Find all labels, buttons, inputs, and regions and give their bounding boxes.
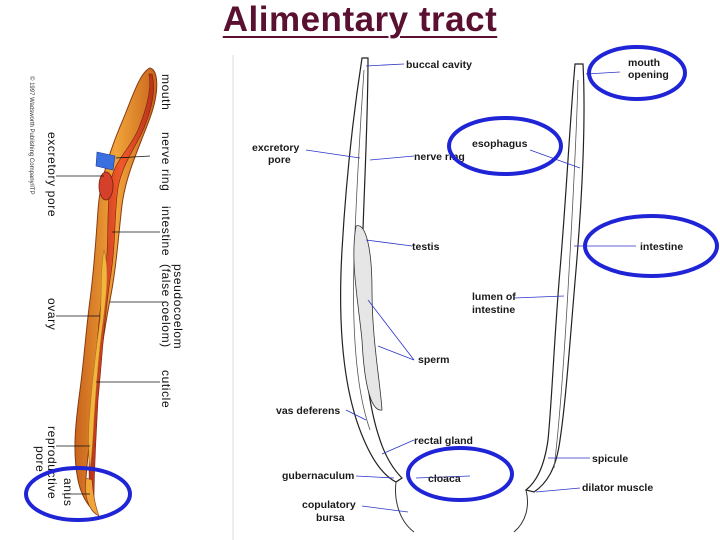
- highlight-mouth-opening: [587, 45, 687, 101]
- label-intestine: intestine: [159, 206, 173, 256]
- label-intestine-right: intestine: [640, 241, 683, 253]
- highlight-anus: [24, 466, 132, 522]
- label-ovary: ovary: [45, 298, 59, 330]
- highlight-esophagus: [447, 116, 563, 176]
- label-esophagus: esophagus: [472, 138, 528, 150]
- label-pore: pore: [33, 446, 47, 472]
- label-false-coelom: (false coelom): [159, 264, 173, 348]
- copulatory-bursa-shape: [395, 481, 528, 533]
- pointer-nerve-ring: [115, 155, 151, 159]
- label-copulatory-bursa-1: copulatory: [302, 499, 356, 511]
- worm-left-outline: [340, 57, 403, 483]
- label-lumen-2: intestine: [472, 304, 515, 316]
- label-copulatory-bursa-2: bursa: [316, 512, 345, 524]
- highlight-intestine: [583, 214, 719, 278]
- worm-right-outline: [524, 63, 585, 493]
- label-mouth: mouth: [159, 74, 173, 110]
- label-excretory-pore-1: excretory: [252, 142, 299, 154]
- label-rectal-gland: rectal gland: [414, 435, 473, 447]
- label-mouth-opening-2: opening: [628, 69, 669, 81]
- slide-title-text: Alimentary tract: [222, 0, 498, 39]
- label-sperm: sperm: [418, 354, 450, 366]
- label-reproductive: reproductive: [45, 426, 59, 499]
- worm-body: [74, 67, 158, 516]
- label-excretory-pore: excretory pore: [45, 132, 59, 217]
- worm-nerve-ring: [95, 151, 116, 171]
- slide-title: Alimentary tract: [0, 0, 720, 40]
- label-mouth-opening-1: mouth: [628, 57, 660, 69]
- worm-pharynx-bulb: [98, 171, 114, 201]
- label-cuticle: cuticle: [159, 370, 173, 408]
- label-dilator-muscle: dilator muscle: [582, 482, 653, 494]
- label-spicule: spicule: [592, 453, 628, 465]
- copyright-notice: © 1997 Wadsworth Publishing Company/ITP: [28, 76, 35, 195]
- label-excretory-pore-2: pore: [268, 154, 291, 166]
- label-cloaca: cloaca: [428, 473, 461, 485]
- label-nerve-ring: nerve ring: [159, 132, 173, 191]
- right-worm-figure: buccal cavity mouth opening excretory po…: [252, 45, 719, 533]
- label-vas-deferens: vas deferens: [276, 405, 340, 417]
- label-pseudocoelom: pseudocoelom: [171, 264, 185, 349]
- highlight-cloaca: [406, 446, 514, 502]
- worm-tail: [85, 477, 100, 517]
- label-lumen-1: lumen of: [472, 291, 516, 303]
- worm-right-gut: [553, 79, 579, 469]
- left-worm-figure: mouth nerve ring intestine pseudocoelom …: [24, 67, 185, 522]
- label-testis: testis: [412, 241, 440, 253]
- label-gubernaculum: gubernaculum: [282, 470, 354, 482]
- label-buccal-cavity: buccal cavity: [406, 59, 472, 71]
- label-anus: anus: [61, 478, 75, 506]
- testis-mass: [353, 225, 383, 411]
